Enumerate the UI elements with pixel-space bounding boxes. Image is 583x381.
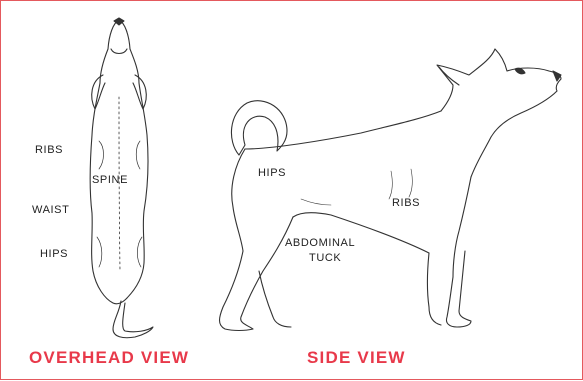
side-front-leg-far bbox=[446, 251, 471, 327]
overhead-label-waist: WAIST bbox=[32, 204, 69, 217]
side-label-tuck: TUCK bbox=[309, 252, 341, 265]
side-view-caption: SIDE VIEW bbox=[307, 348, 406, 368]
side-label-abdominal: ABDOMINAL bbox=[285, 237, 355, 250]
side-label-hips: HIPS bbox=[258, 167, 286, 180]
overhead-right-ear bbox=[133, 75, 146, 109]
overhead-view-caption: OVERHEAD VIEW bbox=[29, 348, 189, 368]
side-back-line bbox=[245, 111, 441, 149]
overhead-label-ribs: RIBS bbox=[35, 144, 63, 157]
side-head bbox=[437, 49, 561, 177]
overhead-label-spine: SPINE bbox=[92, 174, 128, 187]
side-dog-drawing bbox=[220, 49, 562, 331]
overhead-tail bbox=[113, 301, 153, 338]
side-front-leg-near bbox=[428, 253, 442, 325]
side-label-ribs: RIBS bbox=[392, 197, 420, 210]
overhead-label-hips: HIPS bbox=[40, 248, 68, 261]
